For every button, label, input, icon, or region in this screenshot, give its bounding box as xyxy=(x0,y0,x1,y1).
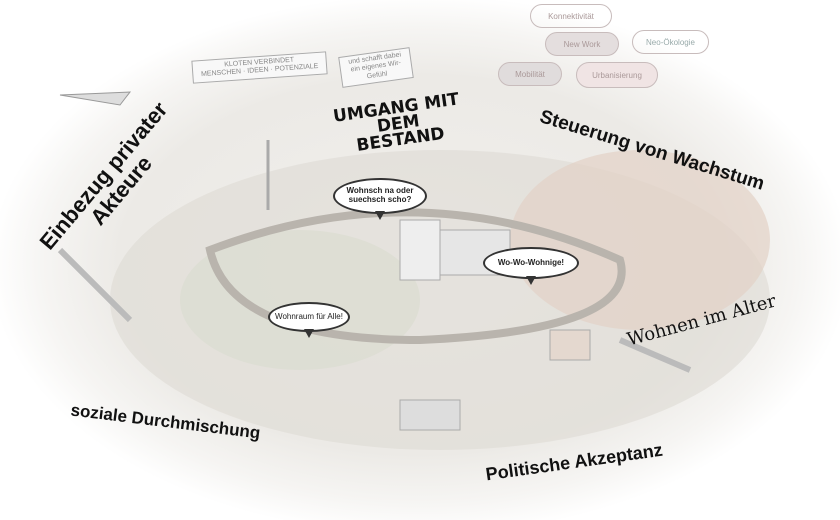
bubble-text: Wohnraum für Alle! xyxy=(275,311,343,321)
speech-bubble-wohnraum: Wohnraum für Alle! xyxy=(268,302,350,338)
speech-bubble-wohnsch: Wohnsch na oder suechsch scho? xyxy=(333,178,427,220)
bubble-text: Wohnsch na oder suechsch scho? xyxy=(346,186,414,204)
cloud-konnektivitaet: Konnektivität xyxy=(530,4,612,28)
cloud-mobilitaet: Mobilität xyxy=(498,62,562,86)
cloud-urbanisierung: Urbanisierung xyxy=(576,62,658,88)
cloud-neo-oekologie: Neo-Ökologie xyxy=(632,30,709,54)
speech-bubble-wowo: Wo-Wo-Wohnige! xyxy=(483,247,579,285)
cloud-new-work: New Work xyxy=(545,32,619,56)
bubble-text: Wo-Wo-Wohnige! xyxy=(497,257,565,267)
